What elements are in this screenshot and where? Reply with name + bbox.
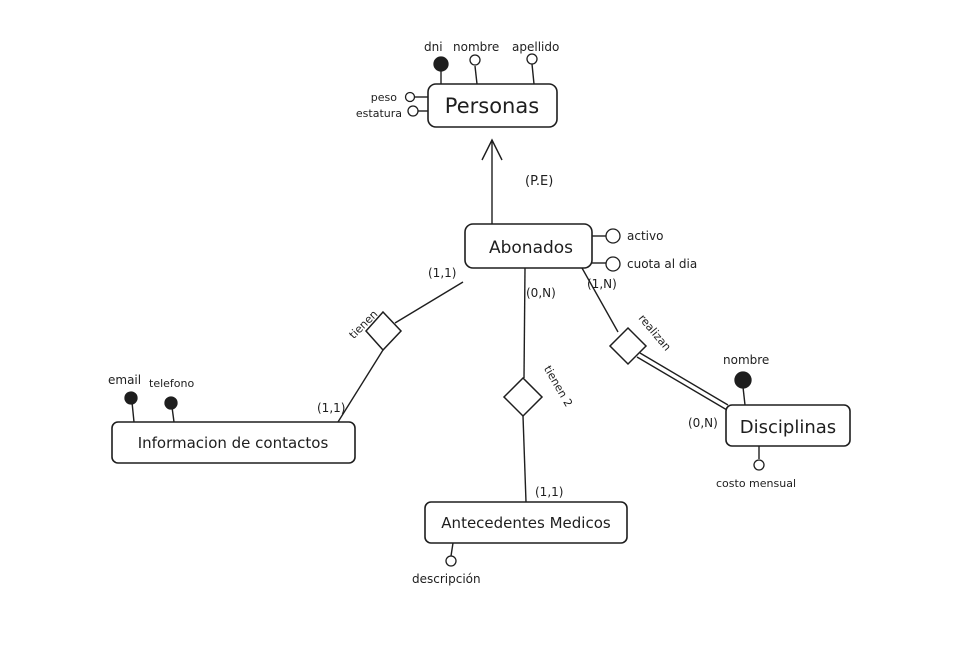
relationship-tienen-2[interactable]: tienen 2 <box>502 363 575 418</box>
entity-abonados[interactable]: Abonados <box>464 223 593 269</box>
attribute-nombre-label: nombre <box>453 40 499 54</box>
line-tienen-informacion <box>337 349 384 423</box>
entity-personas[interactable]: Personas <box>427 83 558 128</box>
entity-antecedentes-label: Antecedentes Medicos <box>441 514 611 532</box>
entity-disciplinas[interactable]: Disciplinas <box>725 404 851 447</box>
key-attribute-telefono-icon <box>164 396 178 410</box>
entity-personas-label: Personas <box>445 94 539 118</box>
attribute-costo-mensual-label: costo mensual <box>716 477 796 490</box>
entity-informacion-label: Informacion de contactos <box>138 434 329 452</box>
relationship-tienen[interactable]: tienen <box>347 308 403 352</box>
attribute-peso-icon <box>404 91 416 103</box>
cardinality-abonados-tienen: (1,1) <box>428 266 456 280</box>
attribute-cuota-al-dia-icon <box>605 256 621 272</box>
entity-informacion-de-contactos[interactable]: Informacion de contactos <box>111 421 356 464</box>
attribute-nombre-icon <box>469 54 481 66</box>
attribute-estatura-icon <box>407 105 419 117</box>
attribute-costo-mensual-icon <box>753 459 765 471</box>
attribute-activo-label: activo <box>627 229 663 243</box>
relationship-realizan[interactable]: realizan <box>608 312 674 366</box>
attribute-dni-label: dni <box>424 40 443 54</box>
line-abonados-realizan <box>581 267 619 333</box>
cardinality-abonados-realizan: (1,N) <box>587 277 617 291</box>
line-abonados-tienen <box>394 281 464 324</box>
attribute-stems <box>131 63 760 557</box>
attribute-estatura-label: estatura <box>356 107 402 120</box>
line-abonados-tienen2 <box>523 267 526 379</box>
line-realizan-disciplinas-b <box>639 352 729 406</box>
key-attribute-email-icon <box>124 391 138 405</box>
attribute-descripcion-icon <box>445 555 457 567</box>
attribute-activo-icon <box>605 228 621 244</box>
inheritance-arrowhead <box>481 138 503 161</box>
attribute-cuota-al-dia-label: cuota al dia <box>627 257 697 271</box>
line-tienen2-antecedentes <box>522 415 527 503</box>
key-attribute-dni-icon <box>433 56 449 72</box>
entity-abonados-label: Abonados <box>489 238 573 258</box>
entity-disciplinas-label: Disciplinas <box>740 417 836 438</box>
specialization-label: (P.E) <box>525 174 553 189</box>
attribute-apellido-label: apellido <box>512 40 559 54</box>
attribute-email-label: email <box>108 373 141 387</box>
attribute-apellido-icon <box>526 53 538 65</box>
cardinality-abonados-tienen-2: (0,N) <box>526 286 556 300</box>
relationship-tienen-2-label: tienen 2 <box>541 363 575 409</box>
cardinality-informacion-tienen: (1,1) <box>317 401 345 415</box>
attribute-nombre-disciplina-label: nombre <box>723 353 769 367</box>
entity-antecedentes-medicos[interactable]: Antecedentes Medicos <box>424 501 628 544</box>
key-attribute-nombre-disciplina-icon <box>734 371 752 389</box>
attribute-peso-label: peso <box>371 91 397 104</box>
attribute-descripcion-label: descripción <box>412 572 481 586</box>
attribute-telefono-label: telefono <box>149 377 194 390</box>
cardinality-antecedentes-tienen-2: (1,1) <box>535 485 563 499</box>
line-realizan-disciplinas-a <box>636 356 728 411</box>
cardinality-disciplinas-realizan: (0,N) <box>688 416 718 430</box>
